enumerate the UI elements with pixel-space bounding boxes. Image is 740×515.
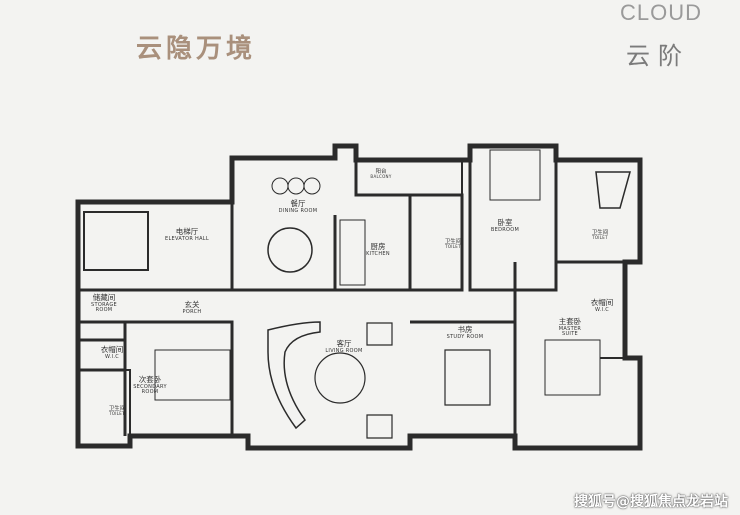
brand-name-cn: 云阶 [626, 42, 690, 70]
wall-secondary-toilet [78, 369, 131, 436]
wall-wic-right [556, 261, 626, 359]
plan-title: 云隐万境 [136, 34, 257, 64]
study-desk [444, 349, 491, 406]
round-tables-top [287, 177, 305, 195]
wall-secondary-room [123, 320, 234, 436]
wall-master-toilet [554, 160, 625, 264]
wall-master-suite [513, 262, 556, 436]
wall-dining-right [230, 202, 340, 292]
bed-master [544, 339, 601, 396]
bed-secondary [154, 349, 231, 401]
bathtub [595, 171, 631, 209]
sofa-living [267, 321, 321, 430]
bed-bedroom [489, 149, 541, 201]
kitchen-counter [339, 219, 366, 286]
watermark-text: 搜狐号@搜狐焦点龙岩站 [574, 494, 728, 510]
brand-name-en: CLOUD [619, 0, 702, 25]
armchair-top [366, 322, 393, 346]
wall-elevator-shaft [83, 211, 149, 271]
wall-storage [76, 290, 125, 446]
armchair-bottom [366, 414, 393, 439]
wall-toilet-kitchen [410, 193, 464, 292]
coffee-table [314, 352, 366, 404]
dining-table [267, 227, 313, 273]
wall-balcony [355, 160, 463, 196]
wall-elevator-hall [76, 202, 234, 292]
